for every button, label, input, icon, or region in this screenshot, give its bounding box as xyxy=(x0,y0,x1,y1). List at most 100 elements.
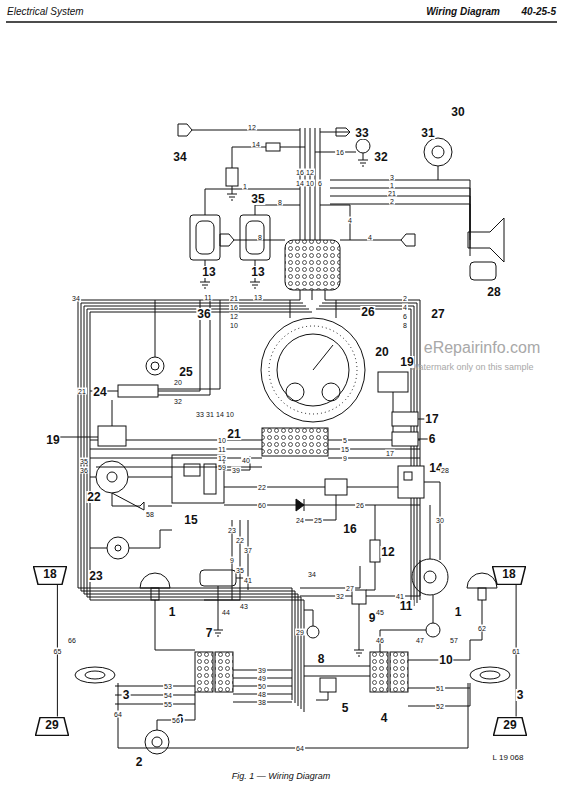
wire-number: 5 xyxy=(342,437,348,444)
wire-number: 40 xyxy=(241,457,251,464)
wire-number: 30 xyxy=(435,517,445,524)
wire-number: 43 xyxy=(239,603,249,610)
callout-number: 16 xyxy=(342,523,357,535)
callout-number: 6 xyxy=(428,433,437,445)
callout-number: 2 xyxy=(135,756,144,768)
wire-number: 1 xyxy=(389,182,395,189)
wire-number: 32 xyxy=(173,398,183,405)
node-text: 18 xyxy=(33,566,67,583)
wire-number: 14 xyxy=(215,411,225,418)
wire-number: 21 xyxy=(77,388,87,395)
wire-number: 10 xyxy=(229,322,239,329)
callout-number: 35 xyxy=(250,193,265,205)
callout-number: 20 xyxy=(374,346,389,358)
callout-number: 4 xyxy=(380,712,389,724)
wire-number: 21 xyxy=(229,295,239,302)
wire-number: 21 xyxy=(387,190,397,197)
wire-number: 39 xyxy=(231,467,241,474)
lamp-symbol-box: 29 xyxy=(35,717,69,736)
callout-number: 25 xyxy=(178,366,193,378)
node-text: 29 xyxy=(493,717,527,734)
wire-number: 2 xyxy=(402,295,408,302)
wire-number: 10 xyxy=(225,411,235,418)
wire-number: 48 xyxy=(257,691,267,698)
callout-number: 27 xyxy=(430,308,445,320)
wire-number: 12 xyxy=(217,455,227,462)
wire-number: 58 xyxy=(145,511,155,518)
callout-number: 19 xyxy=(45,434,60,446)
callout-number: 24 xyxy=(92,386,107,398)
wire-number: 66 xyxy=(67,637,77,644)
wire-number: 22 xyxy=(257,484,267,491)
wire-number: 27 xyxy=(345,585,355,592)
wire-number: 26 xyxy=(355,502,365,509)
wire-number: 15 xyxy=(340,446,350,453)
wire-number: 2 xyxy=(389,198,395,205)
wire-number: 47 xyxy=(415,637,425,644)
wire-number: 35 xyxy=(235,567,245,574)
callout-number: 23 xyxy=(88,570,103,582)
wire-number: 6 xyxy=(317,180,323,187)
callout-number: 30 xyxy=(450,106,465,118)
wire-number: 41 xyxy=(395,593,405,600)
wire-number: 28 xyxy=(440,467,450,474)
wire-number: 12 xyxy=(305,169,315,176)
wire-number: 64 xyxy=(295,745,305,752)
callout-number: 15 xyxy=(183,514,198,526)
wire-number: 1 xyxy=(242,183,248,190)
callout-number: 3 xyxy=(516,689,525,701)
callout-number: 5 xyxy=(341,702,350,714)
wire-number: 41 xyxy=(243,577,253,584)
lamp-symbol-box: 29 xyxy=(493,717,527,736)
wire-number: 62 xyxy=(477,625,487,632)
callout-number: 12 xyxy=(380,546,395,558)
lamp-symbol-box: 18 xyxy=(492,566,526,585)
wire-number: 29 xyxy=(295,629,305,636)
node-text: 18 xyxy=(492,566,526,583)
wire-number: 50 xyxy=(257,683,267,690)
wire-number: 31 xyxy=(205,411,215,418)
wire-number: 52 xyxy=(435,703,445,710)
node-text: 29 xyxy=(35,717,69,734)
wire-number: 46 xyxy=(375,637,385,644)
callout-number: 34 xyxy=(172,151,187,163)
callout-number: 1 xyxy=(168,606,177,618)
wire-number: 32 xyxy=(335,593,345,600)
wire-number: 37 xyxy=(243,547,253,554)
wire-number: 56 xyxy=(171,717,181,724)
figure-caption: Fig. 1 — Wiring Diagram xyxy=(231,772,331,781)
callout-number: 21 xyxy=(226,428,241,440)
wire-number: 8 xyxy=(277,199,283,206)
wire-number: 51 xyxy=(435,685,445,692)
wire-number: 59 xyxy=(217,464,227,471)
callout-number: 7 xyxy=(205,627,214,639)
wire-number: 11 xyxy=(217,446,226,453)
callout-number: 33 xyxy=(354,127,369,139)
wire-number: 16 xyxy=(335,149,345,156)
wire-number: 65 xyxy=(52,647,62,654)
wire-number: 4 xyxy=(402,304,408,311)
wire-number: 34 xyxy=(307,571,317,578)
wire-number: 12 xyxy=(229,313,239,320)
callout-number: 10 xyxy=(438,654,453,666)
wire-number: 12 xyxy=(247,124,257,131)
callout-number: 26 xyxy=(360,306,375,318)
header-text: Electrical System xyxy=(6,7,85,17)
wire-number: 39 xyxy=(257,667,267,674)
callout-number: 19 xyxy=(399,356,414,368)
wire-number: 8 xyxy=(257,234,263,241)
wire-number: 13 xyxy=(253,294,263,301)
wire-number: 45 xyxy=(375,609,385,616)
wire-number: 23 xyxy=(227,527,237,534)
callout-number: 17 xyxy=(424,413,439,425)
drawing-code: L 19 068 xyxy=(492,754,525,762)
page-title: Wiring Diagram xyxy=(425,7,501,17)
wire-number: 54 xyxy=(163,692,173,699)
wire-number: 16 xyxy=(229,304,239,311)
wire-number: 64 xyxy=(113,711,123,718)
wire-number: 10 xyxy=(305,180,315,187)
wire-number: 3 xyxy=(389,174,395,181)
